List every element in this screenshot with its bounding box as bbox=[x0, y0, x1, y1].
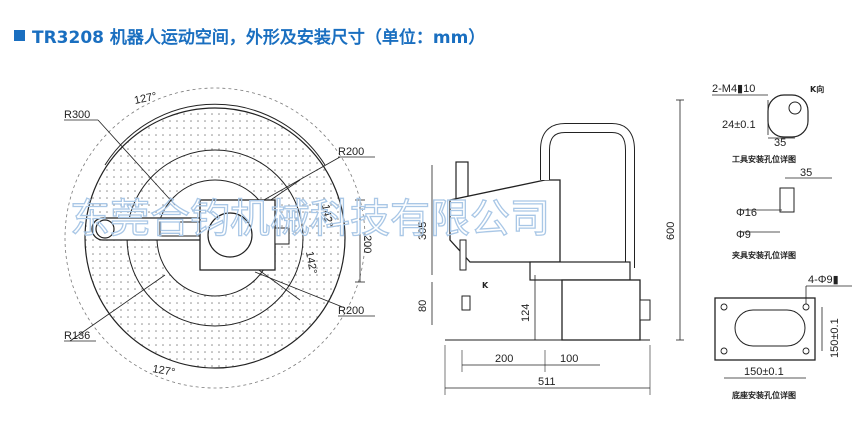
label-angle-top: 127° bbox=[133, 90, 158, 106]
label-dim-9: Φ9 bbox=[736, 229, 751, 241]
label-k: K bbox=[482, 281, 489, 290]
top-view: R300 R200 R200 R136 127° 127° 142° 142° … bbox=[64, 87, 375, 389]
label-dim-35-clamp: 35 bbox=[800, 167, 812, 179]
title-text: TR3208 机器人运动空间，外形及安装尺寸（单位：mm） bbox=[32, 27, 486, 48]
label-r200-top: R200 bbox=[338, 146, 364, 158]
label-dim-35-tool: 35 bbox=[774, 137, 786, 149]
label-screw: 2-M4▮10 bbox=[712, 83, 755, 95]
label-dim-150-v: 150±0.1 bbox=[829, 318, 841, 358]
label-h-305: 305 bbox=[417, 222, 429, 240]
caption-tool: 工具安装孔位详图 bbox=[732, 154, 796, 164]
page-title: TR3208 机器人运动空间，外形及安装尺寸（单位：mm） bbox=[14, 24, 486, 48]
label-angle-bottom: 127° bbox=[151, 363, 176, 379]
caption-base: 底座安装孔位详图 bbox=[731, 390, 796, 400]
label-angle-small-lower: 142° bbox=[303, 250, 319, 275]
detail-clamp-mount: 35 Φ16 Φ9 夹具安装孔位详图 bbox=[732, 167, 832, 260]
label-k-view: K向 bbox=[810, 84, 824, 94]
label-dim-200: 200 bbox=[361, 235, 373, 253]
label-w-100: 100 bbox=[560, 353, 578, 365]
label-w-200: 200 bbox=[495, 353, 513, 365]
label-r200-bottom: R200 bbox=[338, 305, 364, 317]
label-angle-small-upper: 142° bbox=[319, 203, 335, 228]
label-dim-16: Φ16 bbox=[736, 207, 757, 219]
watermark: 东莞合钧机械科技有限公司 bbox=[70, 196, 550, 242]
spline-shaft bbox=[459, 239, 467, 271]
label-r136: R136 bbox=[64, 330, 90, 342]
label-holes: 4-Φ9▮ bbox=[808, 274, 839, 286]
detail-tool-mount: K向 2-M4▮10 24±0.1 35 工具安装孔位详图 bbox=[712, 83, 824, 164]
label-dim-150-h: 150±0.1 bbox=[744, 366, 784, 378]
label-h-600: 600 bbox=[665, 222, 677, 240]
title-bullet-icon bbox=[14, 29, 25, 41]
label-r300: R300 bbox=[64, 109, 90, 121]
detail-base-mount: 4-Φ9▮ 150±0.1 150±0.1 底座安装孔位详图 bbox=[714, 274, 852, 400]
side-view: 305 80 124 600 200 100 511 K bbox=[417, 99, 684, 395]
label-h-124: 124 bbox=[520, 304, 532, 322]
label-h-80: 80 bbox=[417, 300, 429, 312]
label-w-511: 511 bbox=[538, 376, 556, 388]
caption-clamp: 夹具安装孔位详图 bbox=[732, 250, 796, 260]
arc-top bbox=[104, 103, 326, 166]
base-housing bbox=[561, 279, 641, 341]
label-dim-24: 24±0.1 bbox=[722, 119, 756, 131]
